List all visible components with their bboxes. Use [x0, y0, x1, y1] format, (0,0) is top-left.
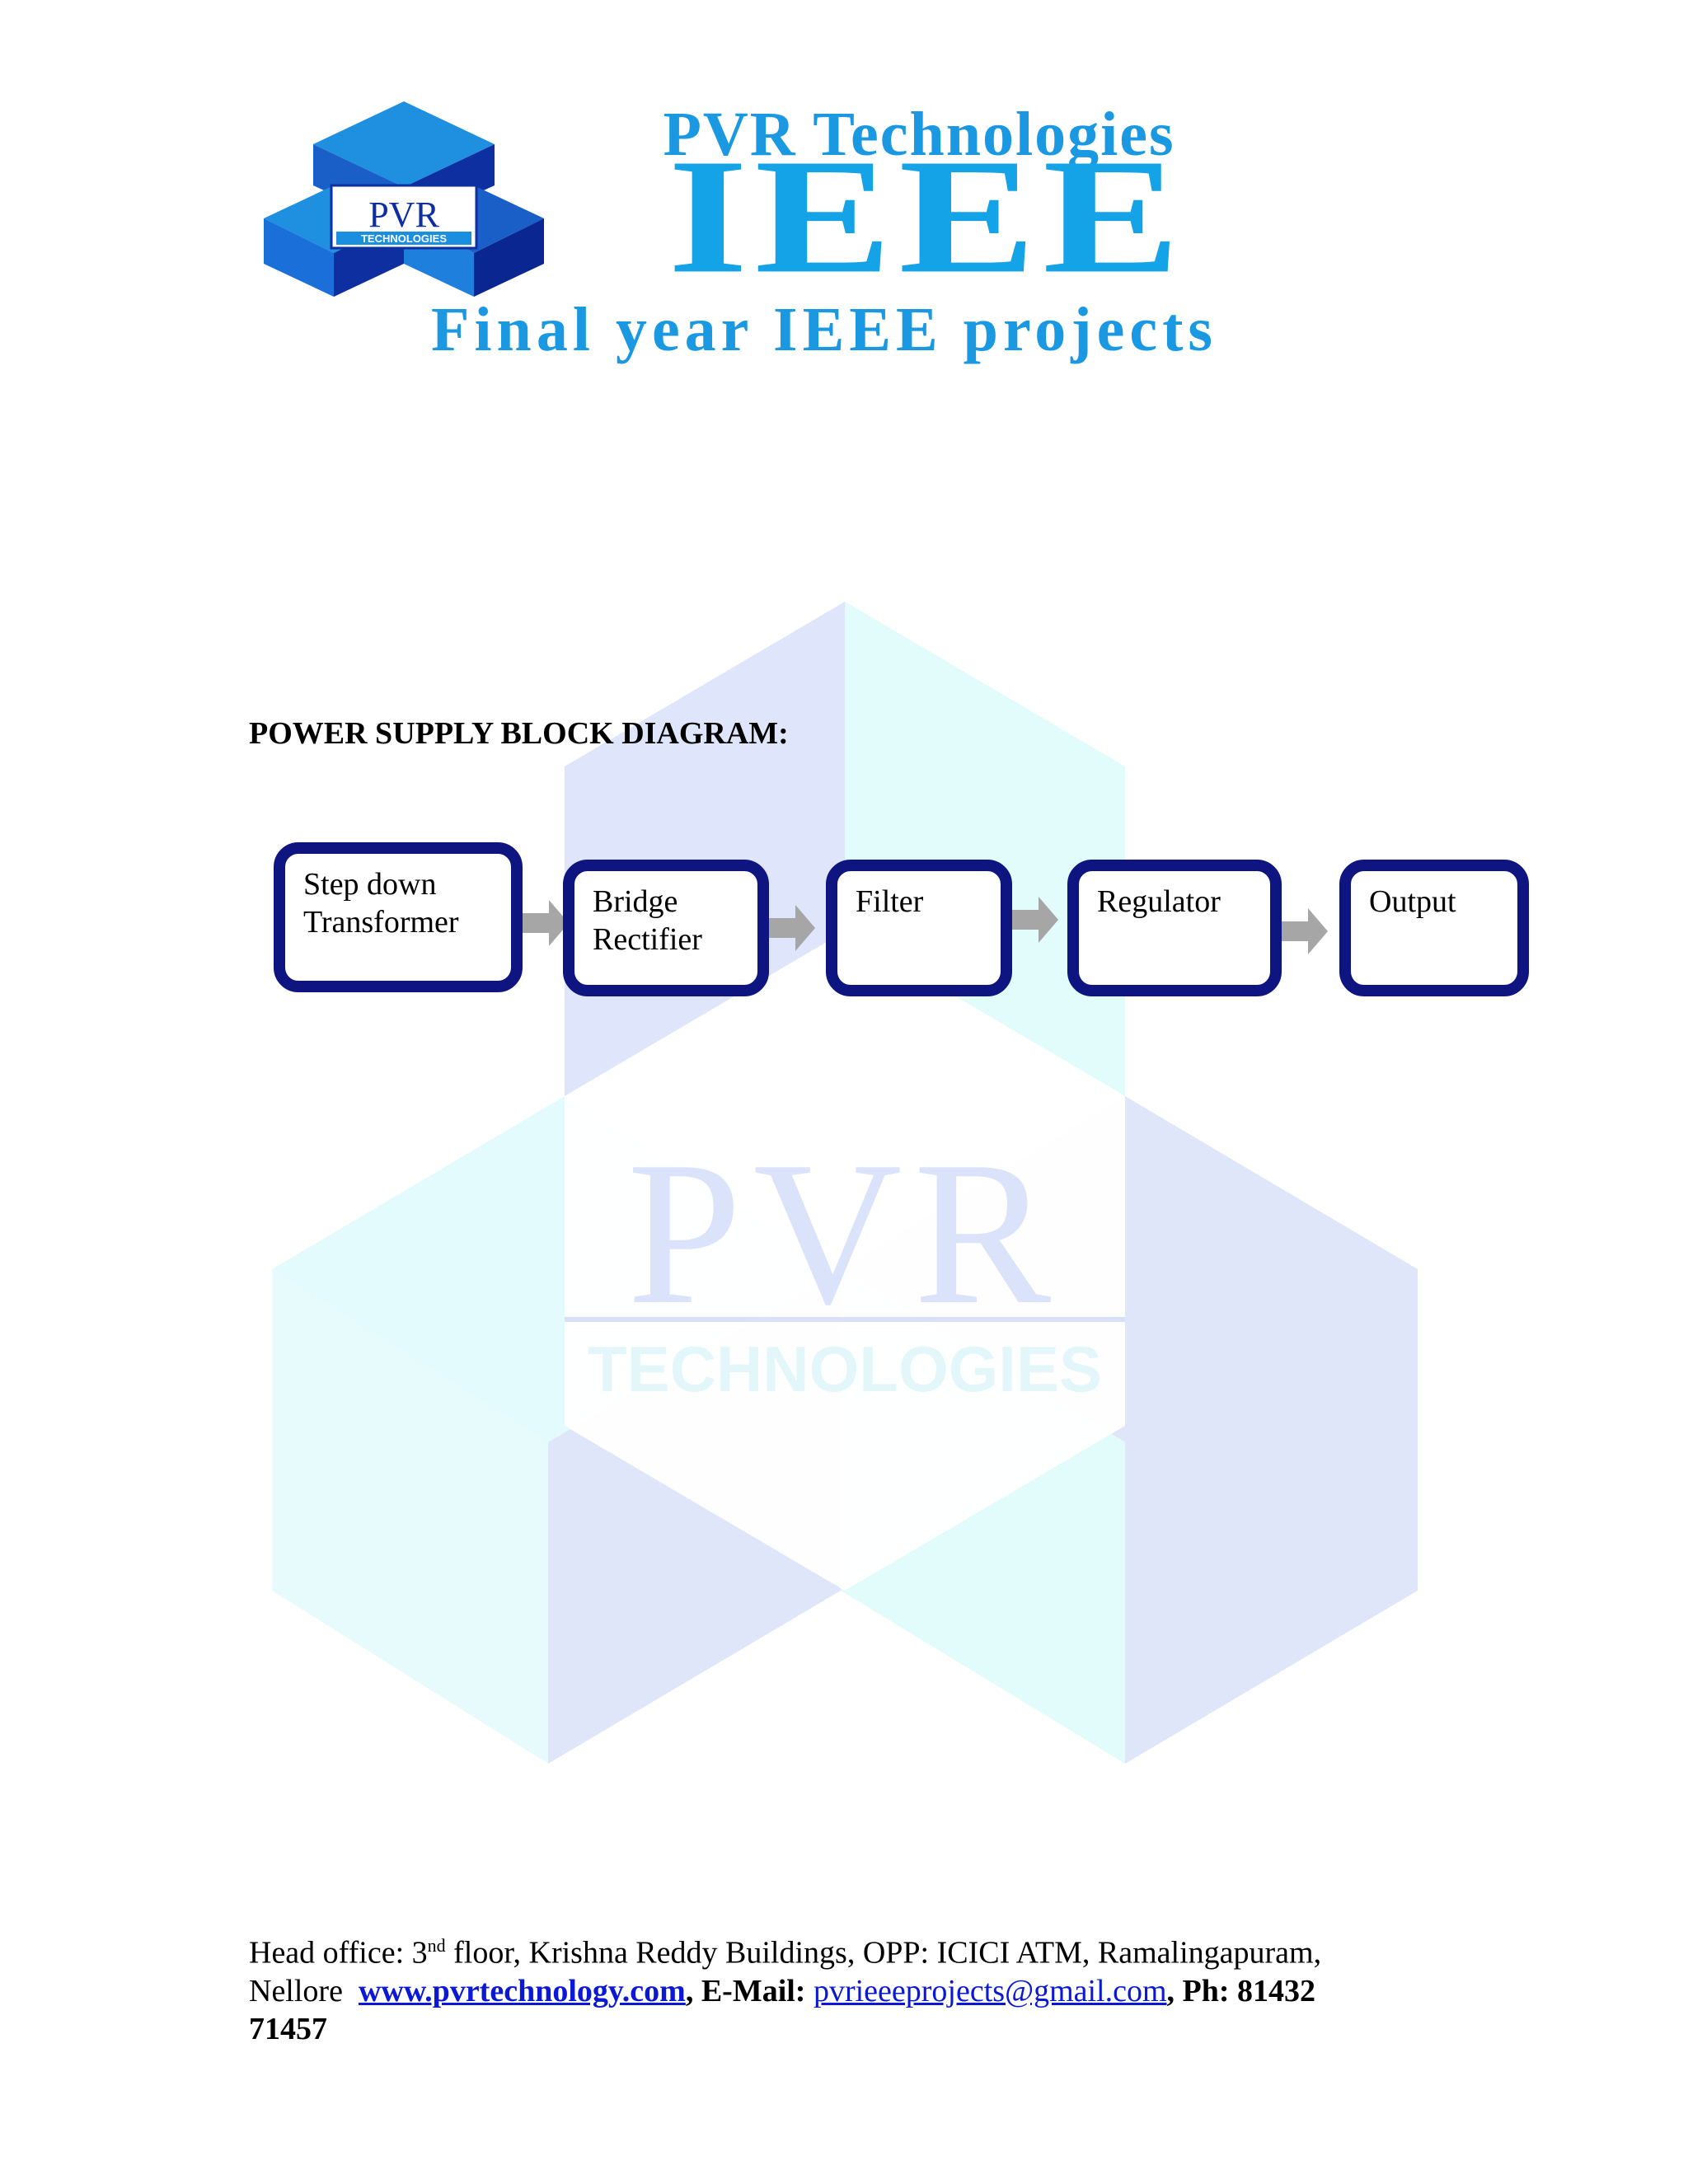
block-label: Bridge Rectifier [593, 884, 702, 957]
watermark-technologies-text: TECHNOLOGIES [588, 1333, 1102, 1405]
block-regulator: Regulator [1067, 860, 1282, 996]
header-logo: PVR TECHNOLOGIES PVR Technologies IEEE F… [247, 95, 1368, 375]
watermark-pvr-text: PVR [627, 1119, 1062, 1347]
block-output: Output [1339, 860, 1529, 996]
footer-contact-line: Nellore www.pvrtechnology.com, E-Mail: p… [249, 1972, 1428, 2010]
email-label: , E-Mail: [685, 1973, 814, 2008]
block-bridge-rectifier: Bridge Rectifier [563, 860, 769, 996]
phone-continuation: 71457 [249, 2011, 327, 2046]
logo-title-ieee: IEEE [668, 124, 1187, 308]
website-link[interactable]: www.pvrtechnology.com [358, 1973, 686, 2008]
page-title: POWER SUPPLY BLOCK DIAGRAM: [249, 716, 789, 751]
logo-badge-pvr: PVR [368, 194, 439, 235]
pvr-cube-logo-icon: PVR TECHNOLOGIES [264, 101, 544, 297]
footer-address-line: Head office: 3nd floor, Krishna Reddy Bu… [249, 1935, 1322, 1971]
footer-city: Nellore [249, 1973, 343, 2008]
block-label: Filter [856, 884, 924, 919]
logo-tagline: Final year IEEE projects [431, 295, 1217, 364]
arrow-right-icon [1282, 908, 1328, 954]
block-label: Step down Transformer [303, 867, 459, 940]
block-step-down-transformer: Step down Transformer [274, 842, 523, 992]
arrow-right-icon [523, 900, 569, 946]
arrow-right-icon [1012, 897, 1058, 943]
logo-badge-technologies: TECHNOLOGIES [361, 232, 447, 245]
email-link[interactable]: pvrieeeprojects@gmail.com [813, 1973, 1167, 2008]
logo-title-pvr-technologies: PVR Technologies [663, 100, 1175, 169]
pvr-watermark-logo: PVR TECHNOLOGIES [272, 602, 1418, 1764]
arrow-right-icon [769, 905, 815, 951]
phone-label: , Ph: 81432 [1166, 1973, 1316, 2008]
block-filter: Filter [826, 860, 1012, 996]
block-label: Regulator [1097, 884, 1221, 919]
footer-superscript: nd [427, 1935, 446, 1956]
footer-contact: Head office: 3nd floor, Krishna Reddy Bu… [249, 1927, 1428, 2048]
block-label: Output [1369, 884, 1456, 919]
